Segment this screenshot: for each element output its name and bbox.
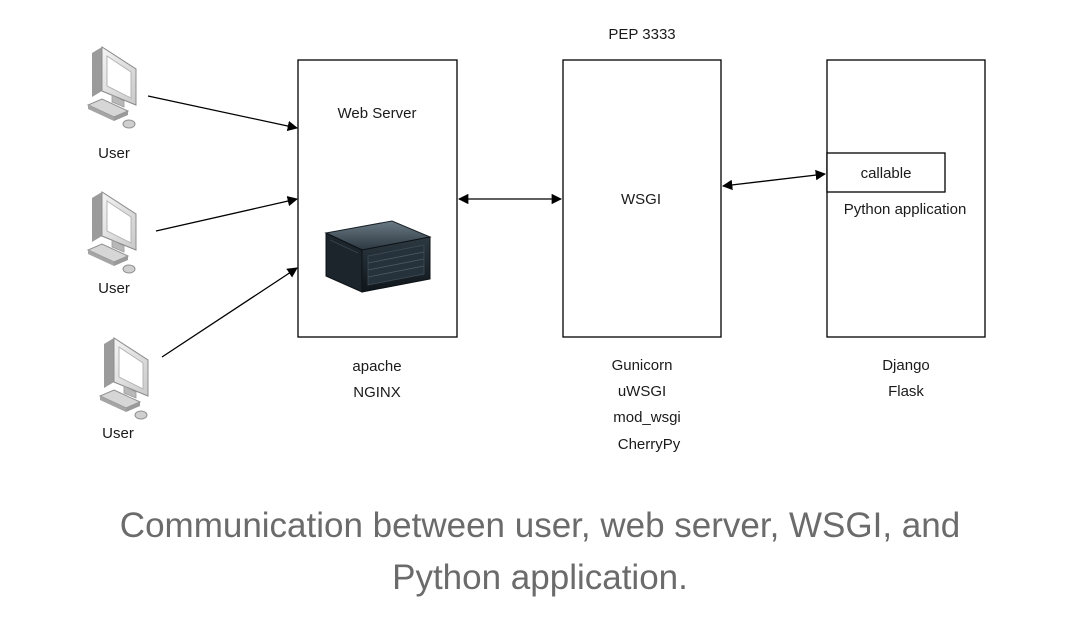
- web-server-title: Web Server: [338, 105, 417, 122]
- caption-line-1: Communication between user, web server, …: [119, 506, 961, 545]
- user-computer-1: User: [87, 46, 137, 162]
- wsgi-example-cherrypy: CherryPy: [618, 436, 681, 453]
- computer-icon: [87, 46, 137, 129]
- wsgi-example-gunicorn: Gunicorn: [612, 357, 673, 374]
- wsgi-example-mod-wsgi: mod_wsgi: [613, 409, 681, 426]
- callable-label: callable: [861, 165, 912, 182]
- arrow-wsgi-callable: [721, 169, 827, 191]
- framework-example-flask: Flask: [888, 383, 924, 400]
- user-label: User: [98, 145, 130, 162]
- computer-icon: [99, 337, 149, 420]
- user-computer-3: User: [99, 337, 149, 442]
- wsgi-title: WSGI: [621, 191, 661, 208]
- user-label: User: [102, 425, 134, 442]
- wsgi-header: PEP 3333: [608, 26, 675, 43]
- python-app-box: callable Python application: [826, 59, 986, 338]
- user-label: User: [98, 280, 130, 297]
- server-icon: [324, 220, 432, 293]
- arrow-user2-to-webserver: [155, 196, 299, 232]
- computer-icon: [87, 191, 137, 274]
- arrow-user3-to-webserver: [161, 267, 298, 358]
- arrow-user1-to-webserver: [147, 95, 299, 132]
- framework-example-django: Django: [882, 357, 930, 374]
- callable-box: [826, 152, 946, 193]
- wsgi-box: WSGI: [562, 59, 722, 338]
- user-computer-2: User: [87, 191, 137, 297]
- python-app-subtitle: Python application: [844, 201, 967, 218]
- wsgi-example-uwsgi: uWSGI: [618, 383, 666, 400]
- webserver-example-apache: apache: [352, 358, 401, 375]
- caption-line-2: Python application.: [392, 558, 688, 597]
- webserver-example-nginx: NGINX: [353, 384, 401, 401]
- web-server-box: Web Server: [297, 59, 458, 338]
- architecture-diagram: User User User Web Server apache NGINX P…: [87, 26, 986, 453]
- figure-caption: Communication between user, web server, …: [0, 500, 1080, 604]
